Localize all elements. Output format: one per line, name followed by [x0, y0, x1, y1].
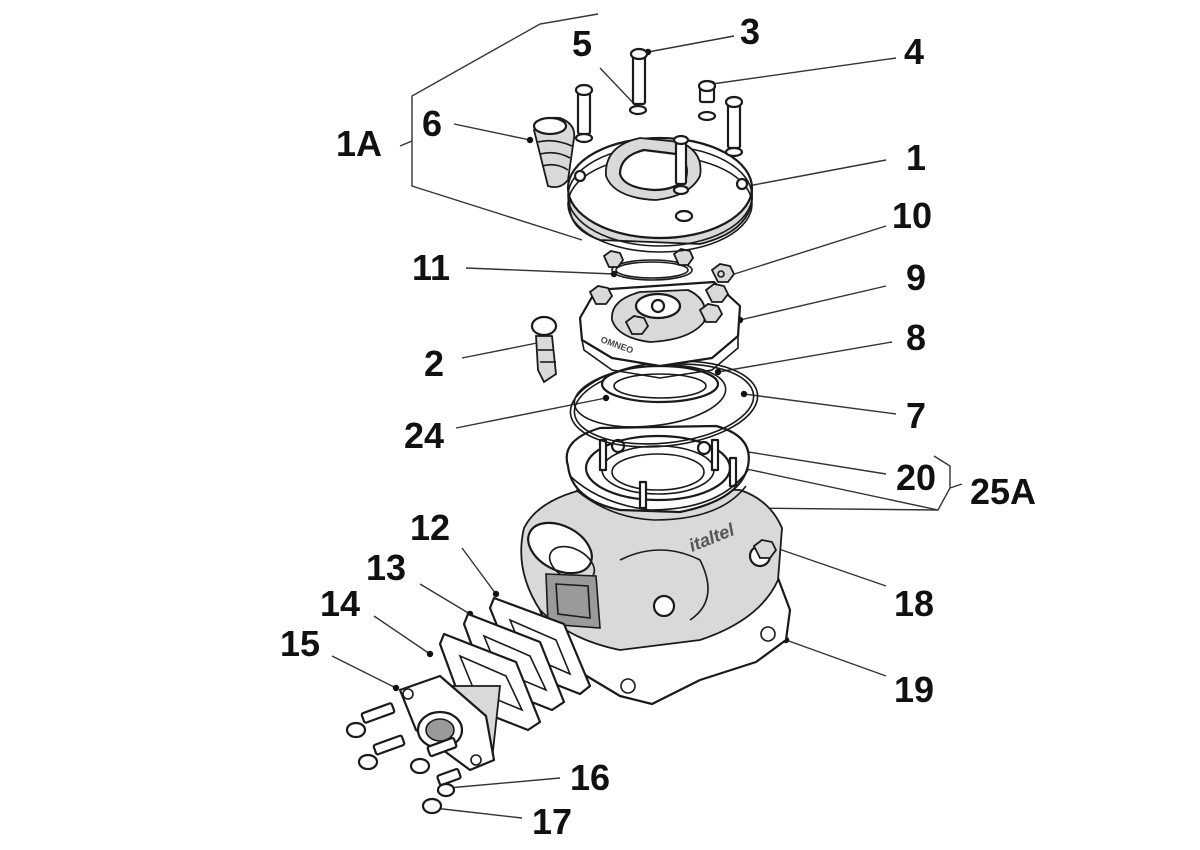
label-3: 3	[740, 11, 760, 52]
o-ring-11	[611, 259, 693, 281]
label-11: 11	[412, 247, 450, 288]
bolt-17	[421, 797, 443, 815]
label-20: 20	[896, 457, 936, 498]
leader-5	[599, 67, 639, 109]
label-4: 4	[904, 31, 924, 72]
intake-gasket-14	[438, 632, 542, 732]
manifold-bolt-b	[357, 734, 406, 771]
label-19: 19	[894, 669, 934, 710]
exhaust-valve	[530, 315, 558, 384]
leader-6	[453, 123, 531, 141]
leader-12	[461, 547, 497, 595]
label-24: 24	[404, 415, 444, 456]
bolt-16	[436, 768, 462, 798]
leader-3	[647, 35, 735, 53]
leader-7	[743, 393, 897, 415]
label-17: 17	[532, 801, 572, 842]
leader-12-dot	[492, 590, 500, 598]
bolt-center	[672, 134, 690, 196]
callout-labels: 3 5 4 6 1A 1 10 11 9 2 8 7 24 20 25A 18 …	[280, 11, 1036, 842]
leader-8-dot	[714, 368, 722, 376]
label-9: 9	[906, 257, 926, 298]
label-14: 14	[320, 583, 360, 624]
leader-6-dot	[526, 136, 534, 144]
label-18: 18	[894, 583, 934, 624]
washer-5	[628, 104, 648, 116]
cylinder-top	[565, 424, 750, 521]
leader-18	[775, 547, 887, 587]
spark-plug	[532, 116, 576, 189]
leader-20	[735, 449, 887, 475]
leader-15	[331, 655, 397, 689]
leader-1	[747, 159, 887, 187]
leader-17	[433, 807, 523, 819]
bracket-25A-arm	[741, 467, 939, 511]
bracket-1A-tick	[399, 140, 413, 147]
label-5: 5	[572, 23, 592, 64]
inner-head: OMNEO	[578, 280, 742, 379]
leader-9	[739, 285, 887, 321]
bracket-1A	[411, 13, 599, 241]
label-2: 2	[424, 343, 444, 384]
manifold-bolt-c	[409, 736, 458, 775]
manifold-bolt-a	[345, 702, 396, 739]
leader-14	[373, 615, 431, 655]
head-nuts	[602, 248, 695, 268]
label-10: 10	[892, 195, 932, 236]
nut-10	[710, 263, 736, 283]
label-6: 6	[422, 103, 442, 144]
bolt-3	[629, 47, 649, 106]
label-12: 12	[410, 507, 450, 548]
leader-15-dot	[392, 684, 400, 692]
intake-manifold	[398, 674, 502, 772]
bracket-25A-tick	[949, 483, 963, 489]
label-25A: 25A	[970, 471, 1036, 512]
leader-7-dot	[740, 390, 748, 398]
leader-24-dot	[602, 394, 610, 402]
leader-2	[461, 341, 543, 359]
leader-24	[455, 397, 607, 429]
label-8: 8	[906, 317, 926, 358]
label-1A: 1A	[336, 123, 382, 164]
label-7: 7	[906, 395, 926, 436]
leader-11	[465, 267, 615, 275]
bolt-4	[697, 79, 717, 122]
leader-13	[419, 583, 471, 615]
o-ring-8	[600, 364, 720, 404]
leader-16	[447, 777, 561, 789]
leader-10	[727, 225, 887, 277]
bolt-left	[574, 83, 594, 144]
outer-head	[566, 136, 754, 253]
leader-4	[711, 57, 897, 85]
leader-8	[717, 341, 893, 373]
leader-19	[785, 639, 887, 677]
bolt-right	[724, 95, 744, 158]
label-15: 15	[280, 623, 320, 664]
leader-14-dot	[426, 650, 434, 658]
nut-18	[752, 539, 778, 559]
label-16: 16	[570, 757, 610, 798]
label-13: 13	[366, 547, 406, 588]
label-1: 1	[906, 137, 926, 178]
cylinder-body: italtel	[520, 485, 783, 651]
